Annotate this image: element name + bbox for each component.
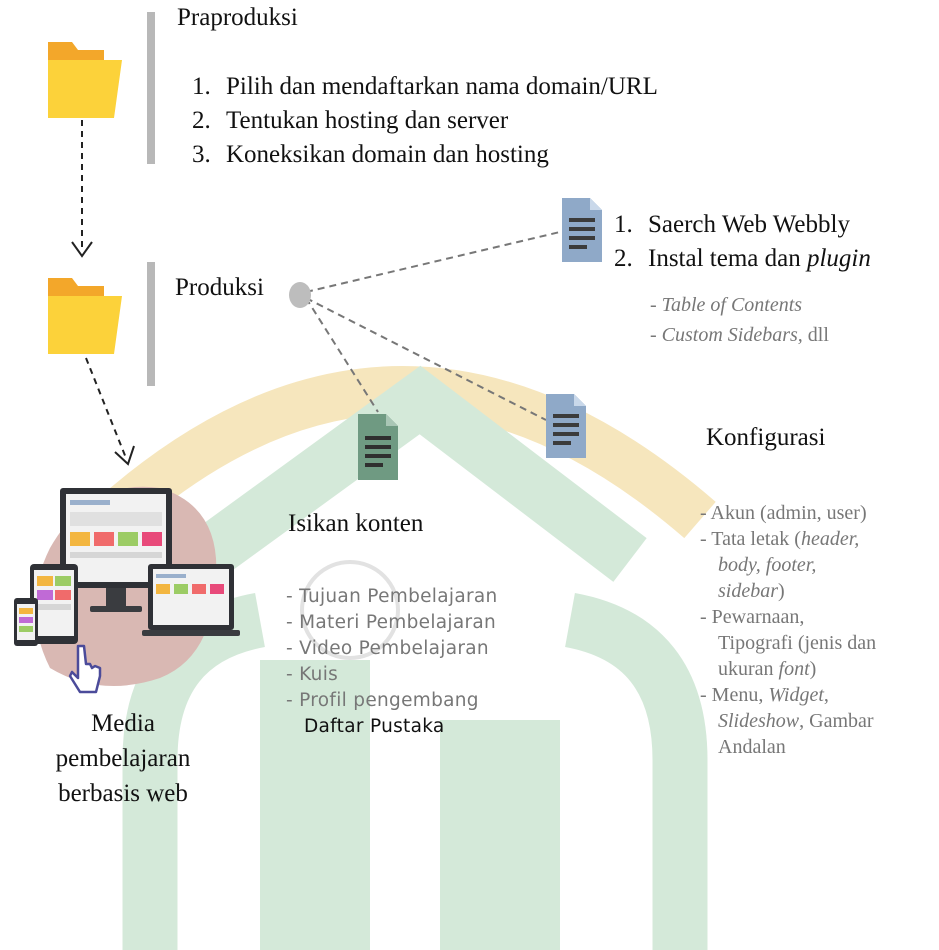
arrowhead-2 — [114, 445, 135, 466]
connector-node-konfigurasi — [305, 297, 547, 421]
konfigurasi-item-cont: ukuran font) — [718, 658, 817, 680]
folder-icon — [48, 42, 122, 118]
document-icon — [562, 198, 602, 262]
konfigurasi-item: - Menu, Widget, — [700, 684, 829, 706]
konten-item-last: Daftar Pustaka — [304, 716, 445, 737]
document-icon — [358, 414, 398, 480]
praproduksi-title: Praproduksi — [177, 4, 298, 31]
node-circle — [289, 282, 311, 308]
plugin-list: - Table of Contents - Custom Sidebars, d… — [650, 290, 829, 350]
hand-cursor-icon — [68, 644, 102, 694]
praproduksi-steps: 1.Pilih dan mendaftarkan nama domain/URL… — [192, 70, 658, 172]
konfigurasi-title: Konfigurasi — [706, 424, 826, 451]
webbly-step: 1.Saerch Web Webbly — [614, 211, 850, 238]
konten-item: - Tujuan Pembelajaran — [286, 586, 498, 607]
webbly-step: 2.Instal tema dan plugin — [614, 245, 871, 272]
media-label-line: pembelajaran — [55, 745, 191, 772]
konten-title: Isikan konten — [288, 510, 424, 537]
praproduksi-step: 1.Pilih dan mendaftarkan nama domain/URL — [192, 73, 658, 100]
media-label: Media pembelajaran berbasis web — [38, 706, 208, 811]
watermark-roof — [183, 365, 647, 583]
konten-item: - Video Pembelajaran — [286, 638, 489, 659]
konfigurasi-item-cont: Andalan — [718, 736, 786, 758]
konten-item: - Materi Pembelajaran — [286, 612, 497, 633]
konfigurasi-item-cont: Tipografi (jenis dan — [718, 632, 877, 654]
praproduksi-step: 2.Tentukan hosting dan server — [192, 107, 509, 134]
arrow-produksi-media — [85, 357, 127, 459]
arrowhead-1 — [71, 241, 93, 258]
media-label-line: Media — [91, 710, 155, 737]
webbly-steps: 1.Saerch Web Webbly 2.Instal tema dan pl… — [614, 208, 871, 276]
media-label-line: berbasis web — [58, 780, 188, 807]
konten-item: - Profil pengembang — [286, 690, 479, 711]
folder-icon — [48, 278, 122, 354]
plugin-item: - Table of Contents — [650, 294, 803, 316]
responsive-devices-icon — [14, 486, 240, 686]
watermark-seal — [300, 560, 400, 660]
konfigurasi-item: - Tata letak (header, — [700, 528, 860, 550]
praproduksi-bar — [147, 12, 155, 164]
produksi-bar — [147, 262, 155, 386]
document-icon — [546, 394, 586, 458]
konfigurasi-item: - Pewarnaan, — [700, 606, 805, 628]
plugin-item: - Custom Sidebars, dll — [650, 324, 829, 346]
produksi-title: Produksi — [175, 274, 264, 301]
watermark-right-pillar — [564, 592, 708, 950]
watermark-center-block-2 — [440, 720, 560, 950]
watermark-center-block — [260, 660, 370, 950]
konfigurasi-list: - Akun (admin, user) - Tata letak (heade… — [700, 500, 876, 760]
konfigurasi-item-cont: sidebar) — [718, 580, 785, 602]
konten-list: - Tujuan Pembelajaran - Materi Pembelaja… — [286, 584, 498, 740]
konfigurasi-item: - Akun (admin, user) — [700, 502, 867, 524]
connector-node-konten — [305, 297, 379, 413]
connector-node-webbly — [305, 231, 561, 293]
konfigurasi-item-cont: body, footer, — [718, 554, 817, 576]
konfigurasi-item-cont: Slideshow, Gambar — [718, 710, 874, 732]
konten-item: - Kuis — [286, 664, 339, 685]
praproduksi-step: 3.Koneksikan domain dan hosting — [192, 141, 549, 168]
